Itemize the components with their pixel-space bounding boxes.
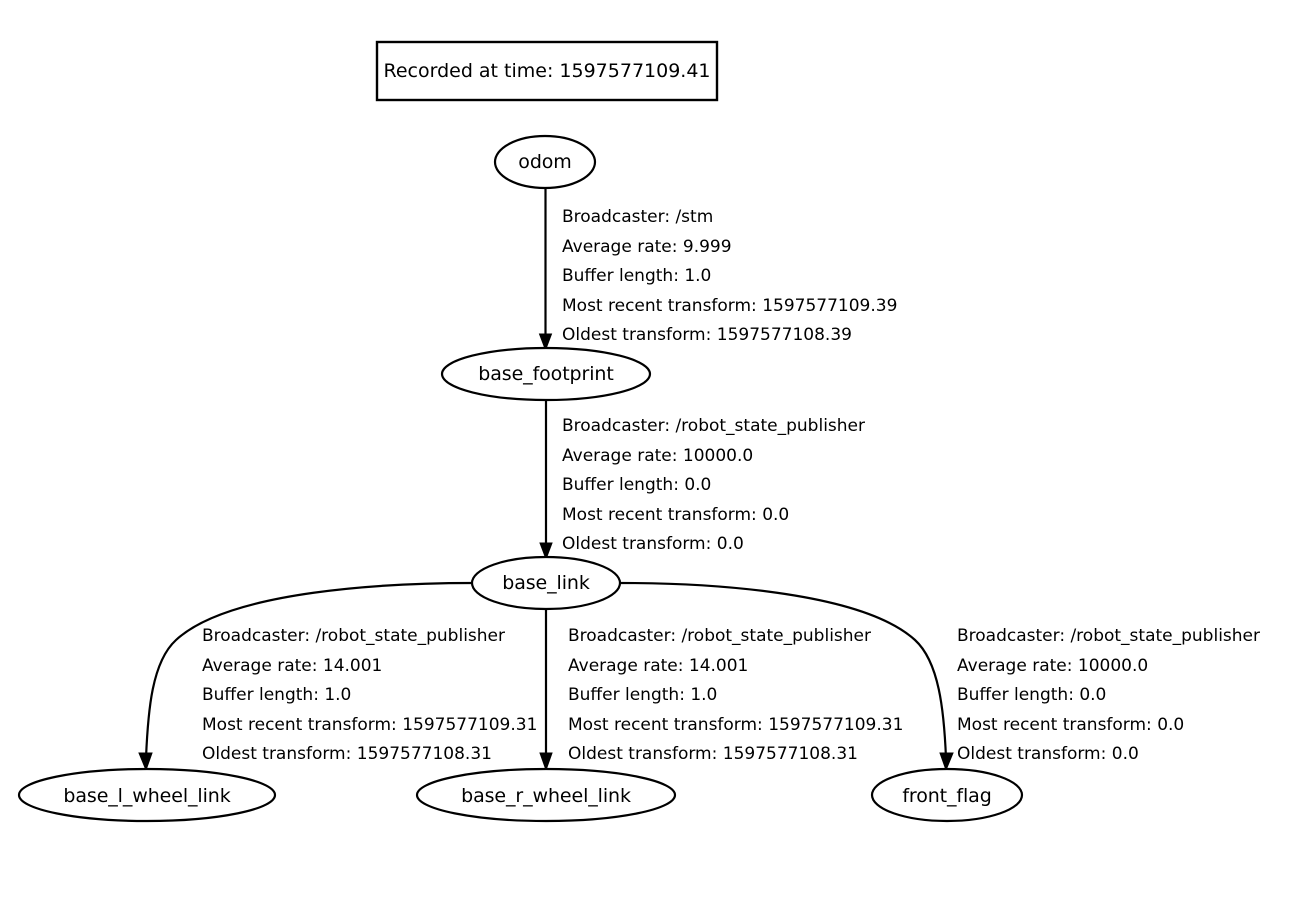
- node-base_footprint[interactable]: [440, 346, 652, 402]
- node-label-base_r_wheel_link: base_r_wheel_link: [461, 785, 631, 807]
- edge-buffer-length: Buffer length: 1.0: [568, 685, 718, 705]
- edge-base_link-to-front_flag: [619, 581, 948, 759]
- edge-broadcaster: Broadcaster: /robot_state_publisher: [202, 626, 506, 646]
- edge-most-recent-transform: Most recent transform: 1597577109.39: [562, 295, 898, 316]
- edge-most-recent-transform: Most recent transform: 1597577109.31: [202, 714, 538, 735]
- edge-broadcaster: Broadcaster: /robot_state_publisher: [562, 416, 866, 436]
- arrowhead-odom-to-base_footprint: [538, 333, 553, 352]
- arrowhead-base_link-to-front_flag: [939, 752, 954, 772]
- edge-label-base_link-to-base_l_wheel_link: Broadcaster: /robot_state_publisher Aver…: [202, 622, 537, 770]
- edge-buffer-length: Buffer length: 0.0: [562, 475, 712, 495]
- edge-oldest-transform: Oldest transform: 1597577108.31: [202, 744, 492, 764]
- edge-buffer-length: Buffer length: 1.0: [562, 266, 712, 286]
- recorded-time-box: [375, 40, 719, 102]
- edge-label-base_link-to-front_flag: Broadcaster: /robot_state_publisher Aver…: [957, 622, 1260, 770]
- edge-oldest-transform: Oldest transform: 0.0: [562, 534, 744, 554]
- node-label-base_l_wheel_link: base_l_wheel_link: [63, 785, 231, 807]
- edge-average-rate: Average rate: 10000.0: [562, 445, 754, 466]
- edge-average-rate: Average rate: 9.999: [562, 236, 732, 257]
- arrowhead-base_footprint-to-base_link: [539, 542, 553, 561]
- node-base_r_wheel_link[interactable]: [415, 767, 677, 823]
- edge-label-base_link-to-base_r_wheel_link: Broadcaster: /robot_state_publisher Aver…: [568, 622, 903, 770]
- node-odom[interactable]: [493, 134, 597, 190]
- edge-base_link-to-base_l_wheel_link: [144, 581, 474, 759]
- edge-average-rate: Average rate: 14.001: [202, 655, 383, 676]
- edge-buffer-length: Buffer length: 0.0: [957, 685, 1107, 705]
- edge-oldest-transform: Oldest transform: 1597577108.31: [568, 744, 858, 764]
- edge-broadcaster: Broadcaster: /robot_state_publisher: [957, 626, 1261, 646]
- recorded-time-label: Recorded at time: 1597577109.41: [383, 60, 711, 82]
- node-label-base_footprint: base_footprint: [478, 363, 614, 385]
- edge-broadcaster: Broadcaster: /robot_state_publisher: [568, 626, 872, 646]
- node-label-odom: odom: [518, 151, 572, 173]
- edge-buffer-length: Buffer length: 1.0: [202, 685, 352, 705]
- edge-oldest-transform: Oldest transform: 0.0: [957, 744, 1139, 764]
- arrowhead-base_link-to-base_l_wheel_link: [138, 752, 153, 772]
- edge-label-odom-to-base_footprint: Broadcaster: /stm Average rate: 9.999 Bu…: [562, 203, 897, 351]
- edge-label-base_footprint-to-base_link: Broadcaster: /robot_state_publisher Aver…: [562, 412, 865, 560]
- node-label-base_link: base_link: [502, 572, 590, 594]
- node-front_flag[interactable]: [870, 767, 1024, 823]
- edge-most-recent-transform: Most recent transform: 1597577109.31: [568, 714, 904, 735]
- node-label-front_flag: front_flag: [902, 785, 992, 807]
- edge-most-recent-transform: Most recent transform: 0.0: [957, 714, 1185, 735]
- node-base_link[interactable]: [470, 555, 622, 611]
- edge-broadcaster: Broadcaster: /stm: [562, 207, 714, 227]
- edge-average-rate: Average rate: 14.001: [568, 655, 749, 676]
- edge-most-recent-transform: Most recent transform: 0.0: [562, 504, 790, 525]
- edge-oldest-transform: Oldest transform: 1597577108.39: [562, 325, 852, 345]
- arrowhead-base_link-to-base_r_wheel_link: [539, 752, 553, 772]
- edge-average-rate: Average rate: 10000.0: [957, 655, 1149, 676]
- node-base_l_wheel_link[interactable]: [17, 767, 277, 823]
